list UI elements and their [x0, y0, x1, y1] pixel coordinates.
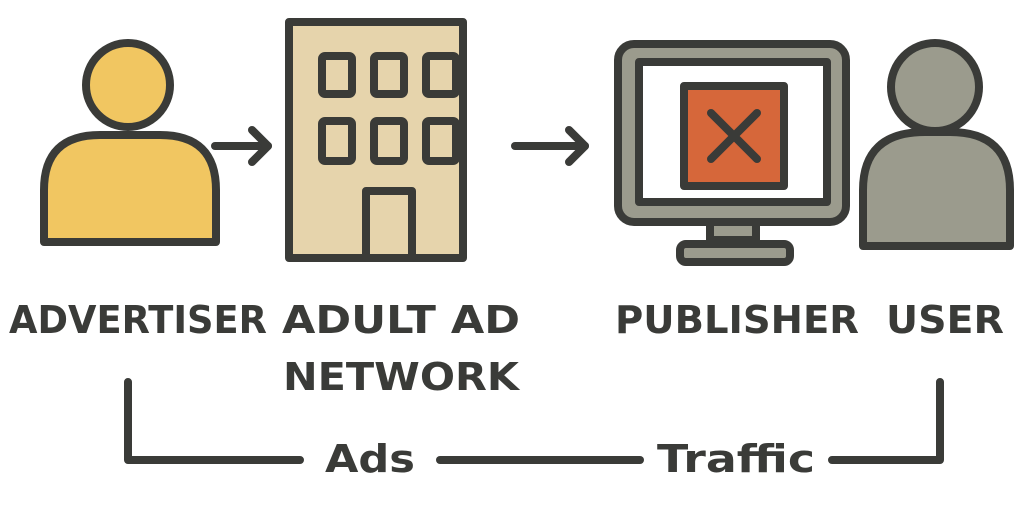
publisher-label: PUBLISHER: [615, 298, 859, 342]
network-label-line2: NETWORK: [283, 355, 521, 399]
x-icon: [707, 109, 761, 163]
advertiser-label: ADVERTISER: [9, 298, 267, 342]
user-icon: [859, 39, 1014, 250]
arrow-right-icon: [211, 126, 272, 166]
monitor-icon: [614, 40, 850, 266]
network-label-line1: ADULT AD: [282, 298, 520, 342]
advertiser-icon: [40, 39, 220, 246]
traffic-label: Traffic: [657, 437, 815, 481]
ads-label: Ads: [325, 437, 415, 481]
flow-bracket: [124, 378, 944, 464]
user-label: USER: [886, 298, 1004, 342]
arrow-right-icon: [511, 126, 589, 166]
building-icon: [285, 18, 467, 262]
